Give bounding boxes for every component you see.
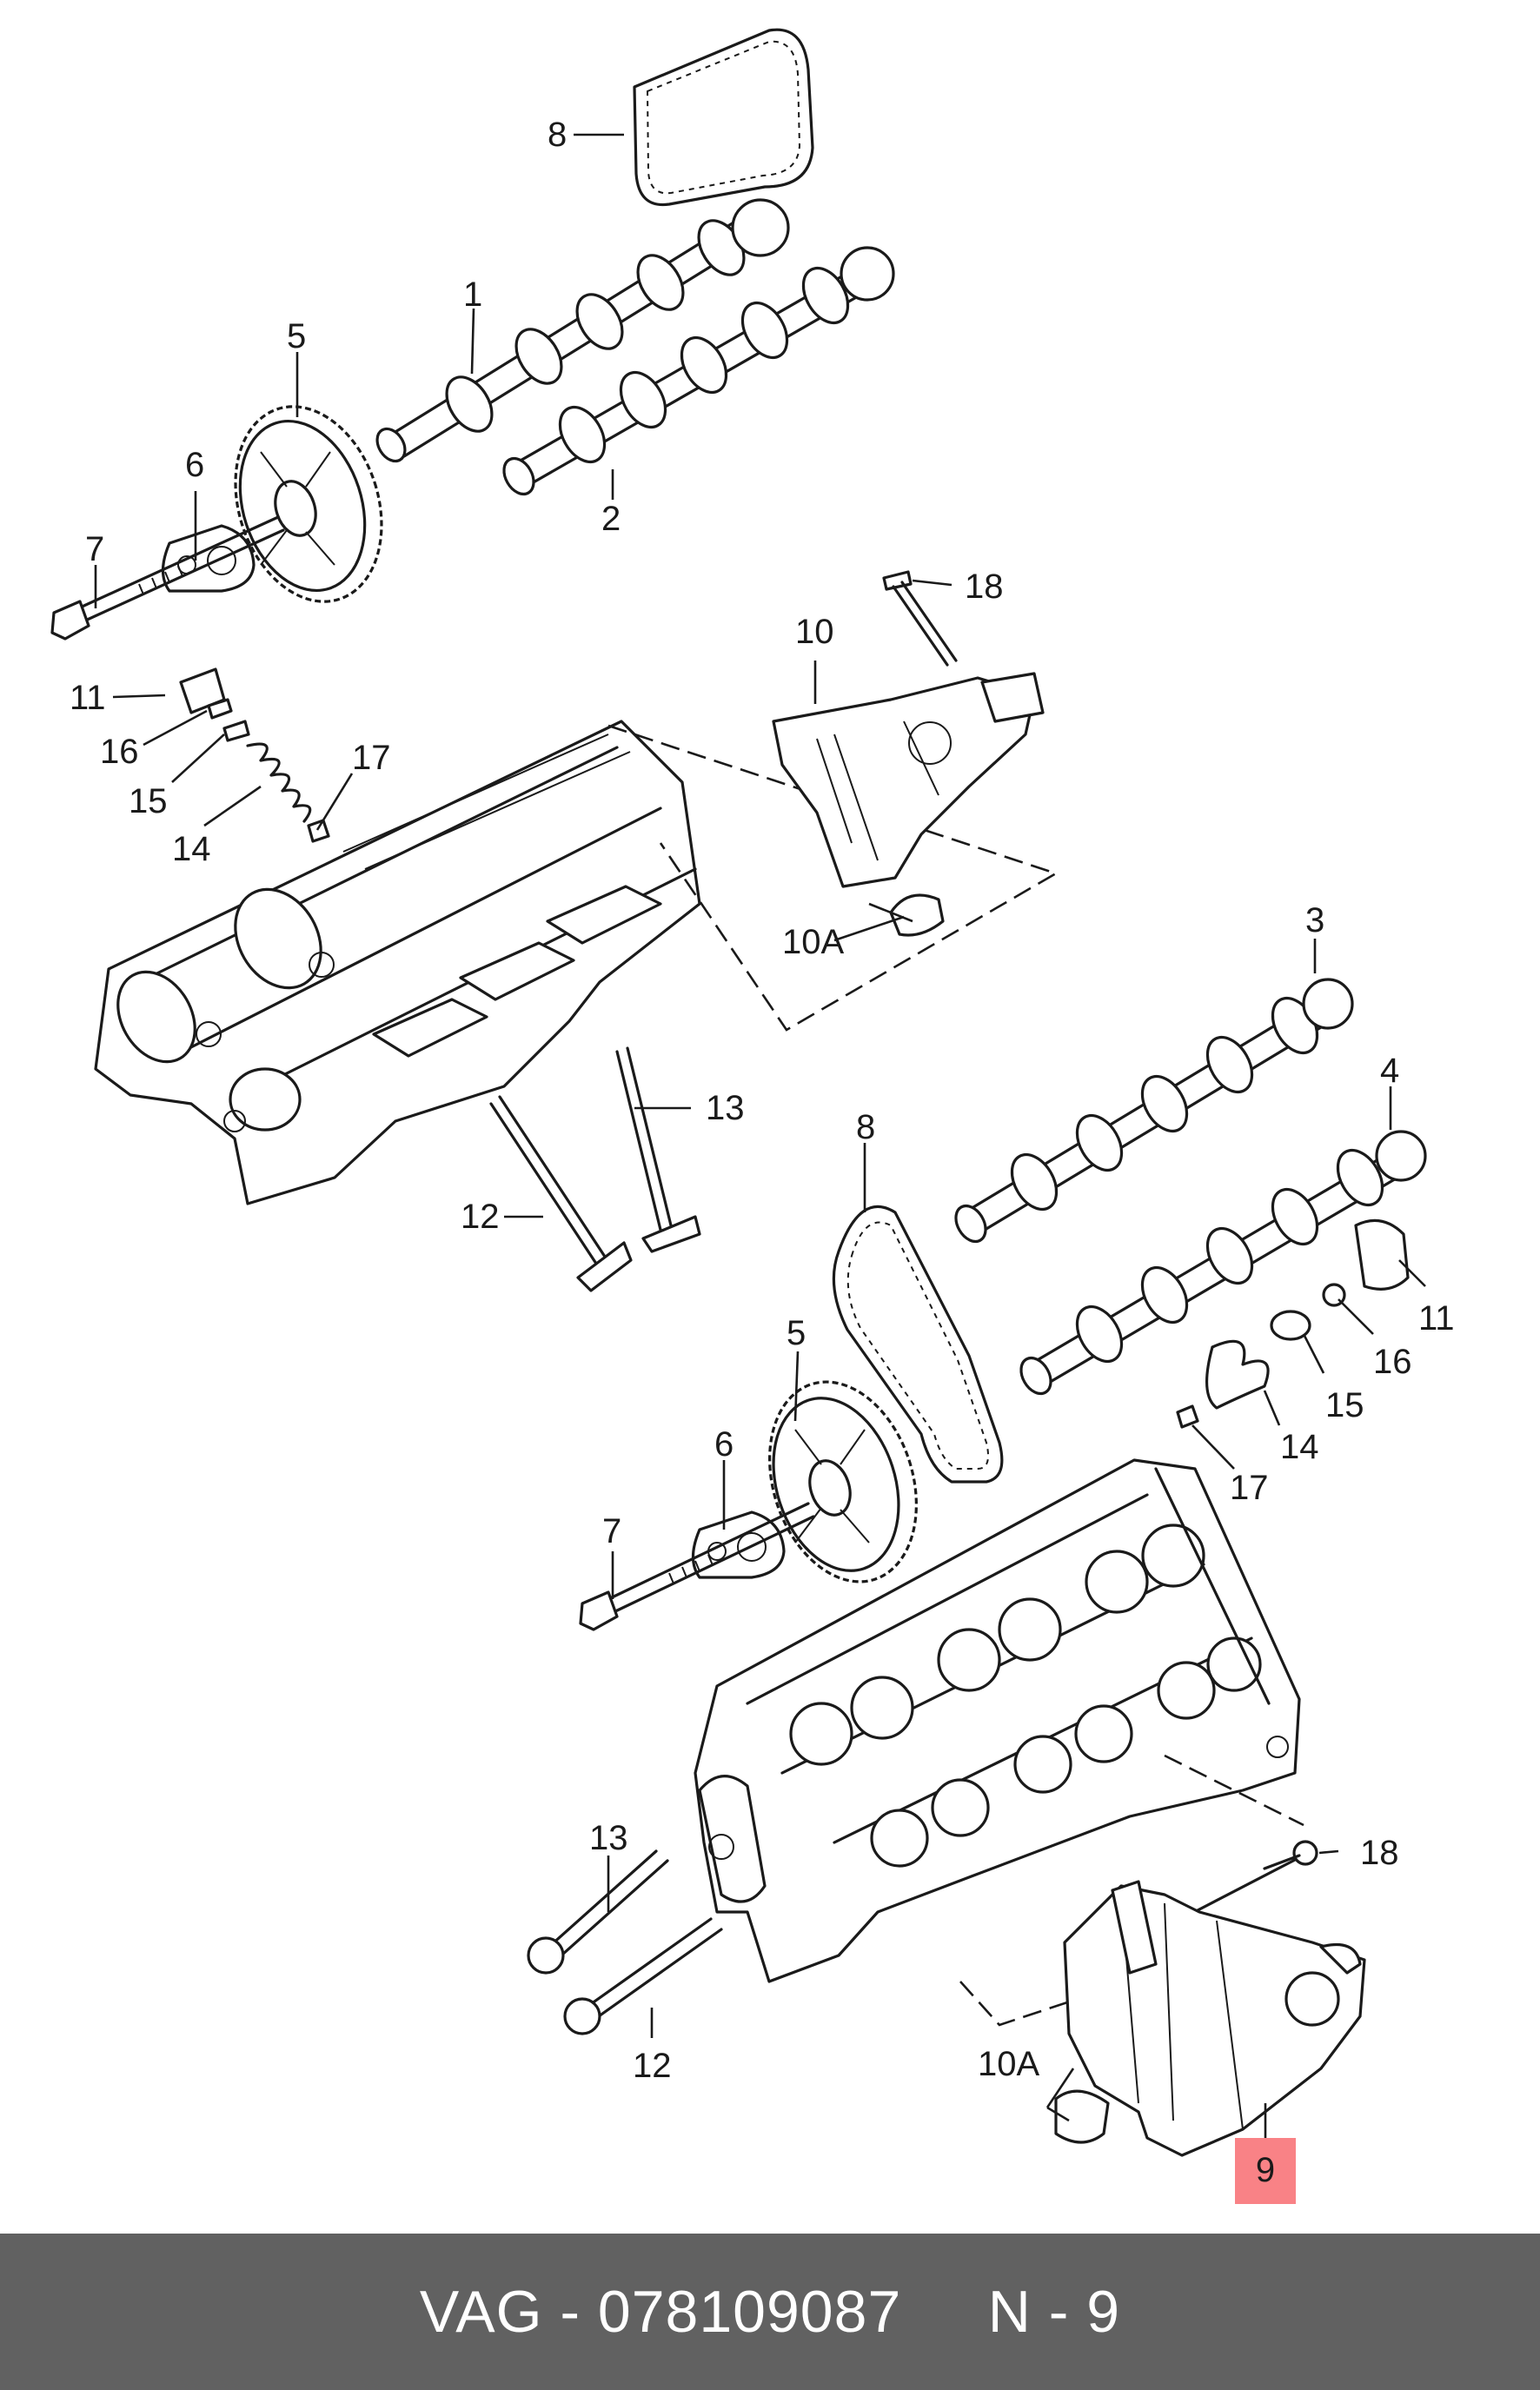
callout-15-top: 15 [129,782,168,820]
callout-8-top: 8 [548,116,567,154]
callout-11-top: 11 [70,679,106,717]
part-number-footer: VAG - 078109087 N - 9 [0,2234,1540,2390]
bolt-lower [579,1502,815,1631]
callout-7-bottom: 7 [602,1512,621,1550]
callout-14-bottom: 14 [1280,1428,1319,1466]
bolt-18-lower [1176,1840,1318,1922]
cam-adjuster-upper [772,672,1045,888]
callout-1: 1 [463,276,482,314]
callout-5-bottom: 5 [787,1314,806,1352]
callout-7-top: 7 [85,530,104,568]
callout-6-top: 6 [185,446,204,484]
sprocket-upper [234,405,383,603]
camshaft-upper [375,198,790,463]
callout-14-top: 14 [172,830,211,868]
callout-6-bottom: 6 [714,1425,733,1464]
cylinder-head-lower [694,1458,1301,1983]
valves-lower [527,1849,723,2035]
cylinder-head-upper [94,720,701,1205]
callout-13-bottom: 13 [589,1819,628,1857]
callout-leaders [94,133,1426,2140]
callout-10A-bottom: 10A [978,2045,1039,2083]
callout-3: 3 [1305,901,1324,939]
callout-13-top: 13 [706,1089,745,1127]
valves-upper [489,1046,701,1292]
seal-10a-lower [1054,2089,1110,2144]
callout-9: 9 [1256,2151,1275,2189]
callout-8-bottom: 8 [856,1108,875,1146]
callout-10A-top: 10A [782,923,844,961]
camshaft-lower-a [954,978,1354,1244]
exploded-parts-diagram: 8 1 5 2 6 7 18 10 11 16 17 15 14 10A 13 … [50,28,1455,2157]
valve-gear-lower [1176,1218,1410,1429]
footer-text: VAG - 078109087 N - 9 [419,2279,1121,2345]
cam-adjuster-lower [1063,1880,1366,2157]
timing-chain-top [633,28,814,207]
callout-2: 2 [601,500,621,538]
callout-11-bottom: 11 [1418,1299,1455,1338]
sprocket-lower [768,1380,918,1583]
callout-10: 10 [795,613,834,651]
callout-16-top: 16 [100,733,139,771]
bolt-upper [50,515,285,641]
callout-18-bottom: 18 [1360,1834,1399,1872]
callout-12-top: 12 [461,1198,500,1236]
callout-17-top: 17 [352,739,391,777]
highlighted-callout-9: 9 [1235,2138,1296,2204]
callout-labels: 8 1 5 2 6 7 18 10 11 16 17 15 14 10A 13 … [70,116,1455,2085]
bolt-18-upper [882,570,958,667]
timing-chain-lower [832,1205,1004,1484]
group-bracket-lower [959,1754,1304,2027]
camshaft-lower-b [1019,1130,1427,1396]
seal-10a-upper [889,893,945,937]
callout-16-bottom: 16 [1373,1343,1412,1381]
callout-18-top: 18 [965,568,1004,606]
callout-5-top: 5 [287,317,306,355]
valve-gear-upper [179,667,330,843]
callout-17-bottom: 17 [1230,1469,1269,1507]
camshaft-upper-second [502,246,895,496]
callout-15-bottom: 15 [1325,1386,1364,1424]
callout-12-bottom: 12 [633,2047,672,2085]
callout-4: 4 [1380,1052,1399,1090]
